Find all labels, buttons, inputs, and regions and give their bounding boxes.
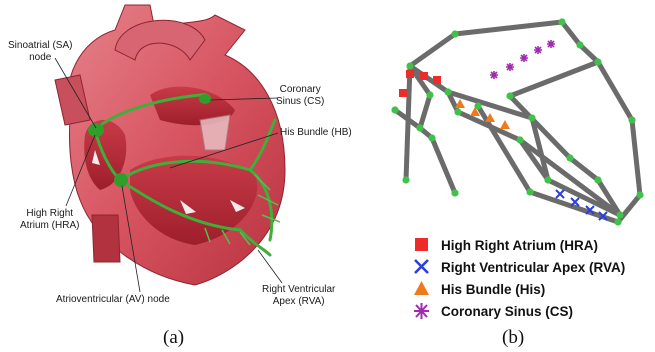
- graph-node: [506, 92, 513, 99]
- cs-electrode-marker: [506, 63, 514, 71]
- graph-edge: [410, 34, 455, 66]
- cs-electrode-marker: [547, 40, 555, 48]
- graph-node: [402, 176, 409, 183]
- graph-node: [616, 211, 623, 218]
- his-electrode-marker: [500, 120, 510, 129]
- graph-node: [544, 176, 551, 183]
- graph-node: [391, 106, 398, 113]
- graph-node: [558, 18, 565, 25]
- legend-item-rva: Right Ventricular Apex (RVA): [411, 256, 625, 278]
- graph-node: [594, 176, 601, 183]
- legend-label-his: His Bundle (His): [441, 282, 545, 297]
- graph-node: [614, 218, 621, 225]
- x-marker-icon: [411, 258, 433, 276]
- graph-edge: [632, 120, 640, 195]
- hra-electrode-marker: [420, 72, 428, 80]
- graph-node: [444, 88, 451, 95]
- triangle-marker-icon: [411, 280, 433, 298]
- graph-node: [636, 191, 643, 198]
- graph-edges: [395, 22, 640, 222]
- rva-electrode-marker: [556, 190, 564, 198]
- graph-edge: [510, 62, 598, 96]
- hra-electrode-marker: [406, 70, 414, 78]
- graph-edge: [406, 66, 410, 180]
- legend-item-hra: High Right Atrium (HRA): [411, 234, 625, 256]
- cs-electrode-marker: [534, 46, 542, 54]
- graph-node: [451, 189, 458, 196]
- graph-edge: [478, 106, 530, 192]
- graph-node: [428, 134, 435, 141]
- graph-node: [594, 58, 601, 65]
- graph-edge: [455, 22, 562, 34]
- legend-label-rva: Right Ventricular Apex (RVA): [441, 260, 625, 275]
- hra-electrode-marker: [399, 89, 407, 97]
- graph-node: [516, 136, 523, 143]
- graph-node: [566, 154, 573, 161]
- legend-item-cs: Coronary Sinus (CS): [411, 300, 625, 322]
- legend: High Right Atrium (HRA) Right Ventricula…: [411, 234, 625, 322]
- graph-node: [406, 62, 413, 69]
- graph-edge: [562, 22, 580, 45]
- graph-node: [451, 30, 458, 37]
- graph-node: [576, 41, 583, 48]
- legend-label-hra: High Right Atrium (HRA): [441, 238, 598, 253]
- legend-item-his: His Bundle (His): [411, 278, 625, 300]
- graph-edge: [420, 95, 430, 128]
- legend-label-cs: Coronary Sinus (CS): [441, 304, 573, 319]
- cs-electrode-marker: [490, 71, 498, 79]
- asterisk-marker-icon: [411, 302, 433, 320]
- panel-b-caption: (b): [502, 327, 524, 349]
- graph-node: [416, 124, 423, 131]
- cs-electrode-marker: [520, 54, 528, 62]
- graph-node: [426, 91, 433, 98]
- graph-node: [526, 188, 533, 195]
- graph-node: [454, 108, 461, 115]
- graph-node: [628, 116, 635, 123]
- graph-edge: [580, 45, 598, 62]
- graph-edge: [598, 62, 632, 120]
- square-marker-icon: [411, 236, 433, 254]
- graph-edge: [432, 138, 455, 193]
- hra-electrode-marker: [433, 76, 441, 84]
- graph-edge: [570, 158, 598, 180]
- graph-node: [528, 114, 535, 121]
